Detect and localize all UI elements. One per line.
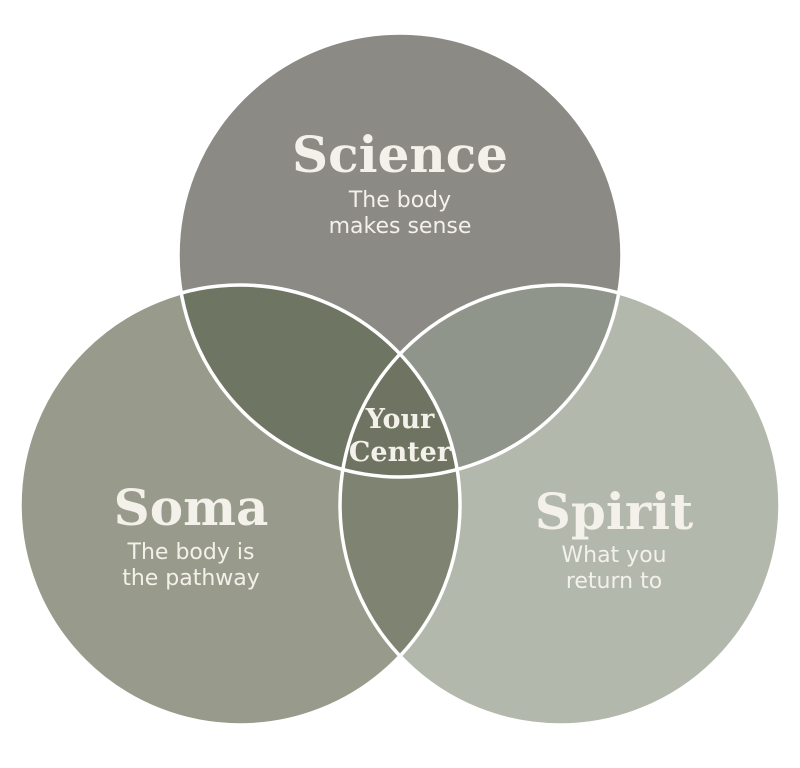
soma-subtitle-line1: The body is [127,540,255,565]
soma-title: Soma [114,478,269,537]
science-subtitle-line1: The body [348,188,451,213]
science-soma-overlap [178,285,460,477]
spirit-subtitle-line2: return to [566,569,662,594]
spirit-subtitle-line1: What you [561,543,666,568]
spirit-title: Spirit [535,482,694,541]
center-label-line1: Your [365,404,436,435]
science-subtitle-line2: makes sense [329,214,472,239]
soma-subtitle-line2: the pathway [122,566,260,591]
circle-outlines [18,31,782,727]
center-label-line2: Center [349,437,452,468]
science-spirit-overlap [340,285,622,477]
science-title: Science [292,125,508,184]
